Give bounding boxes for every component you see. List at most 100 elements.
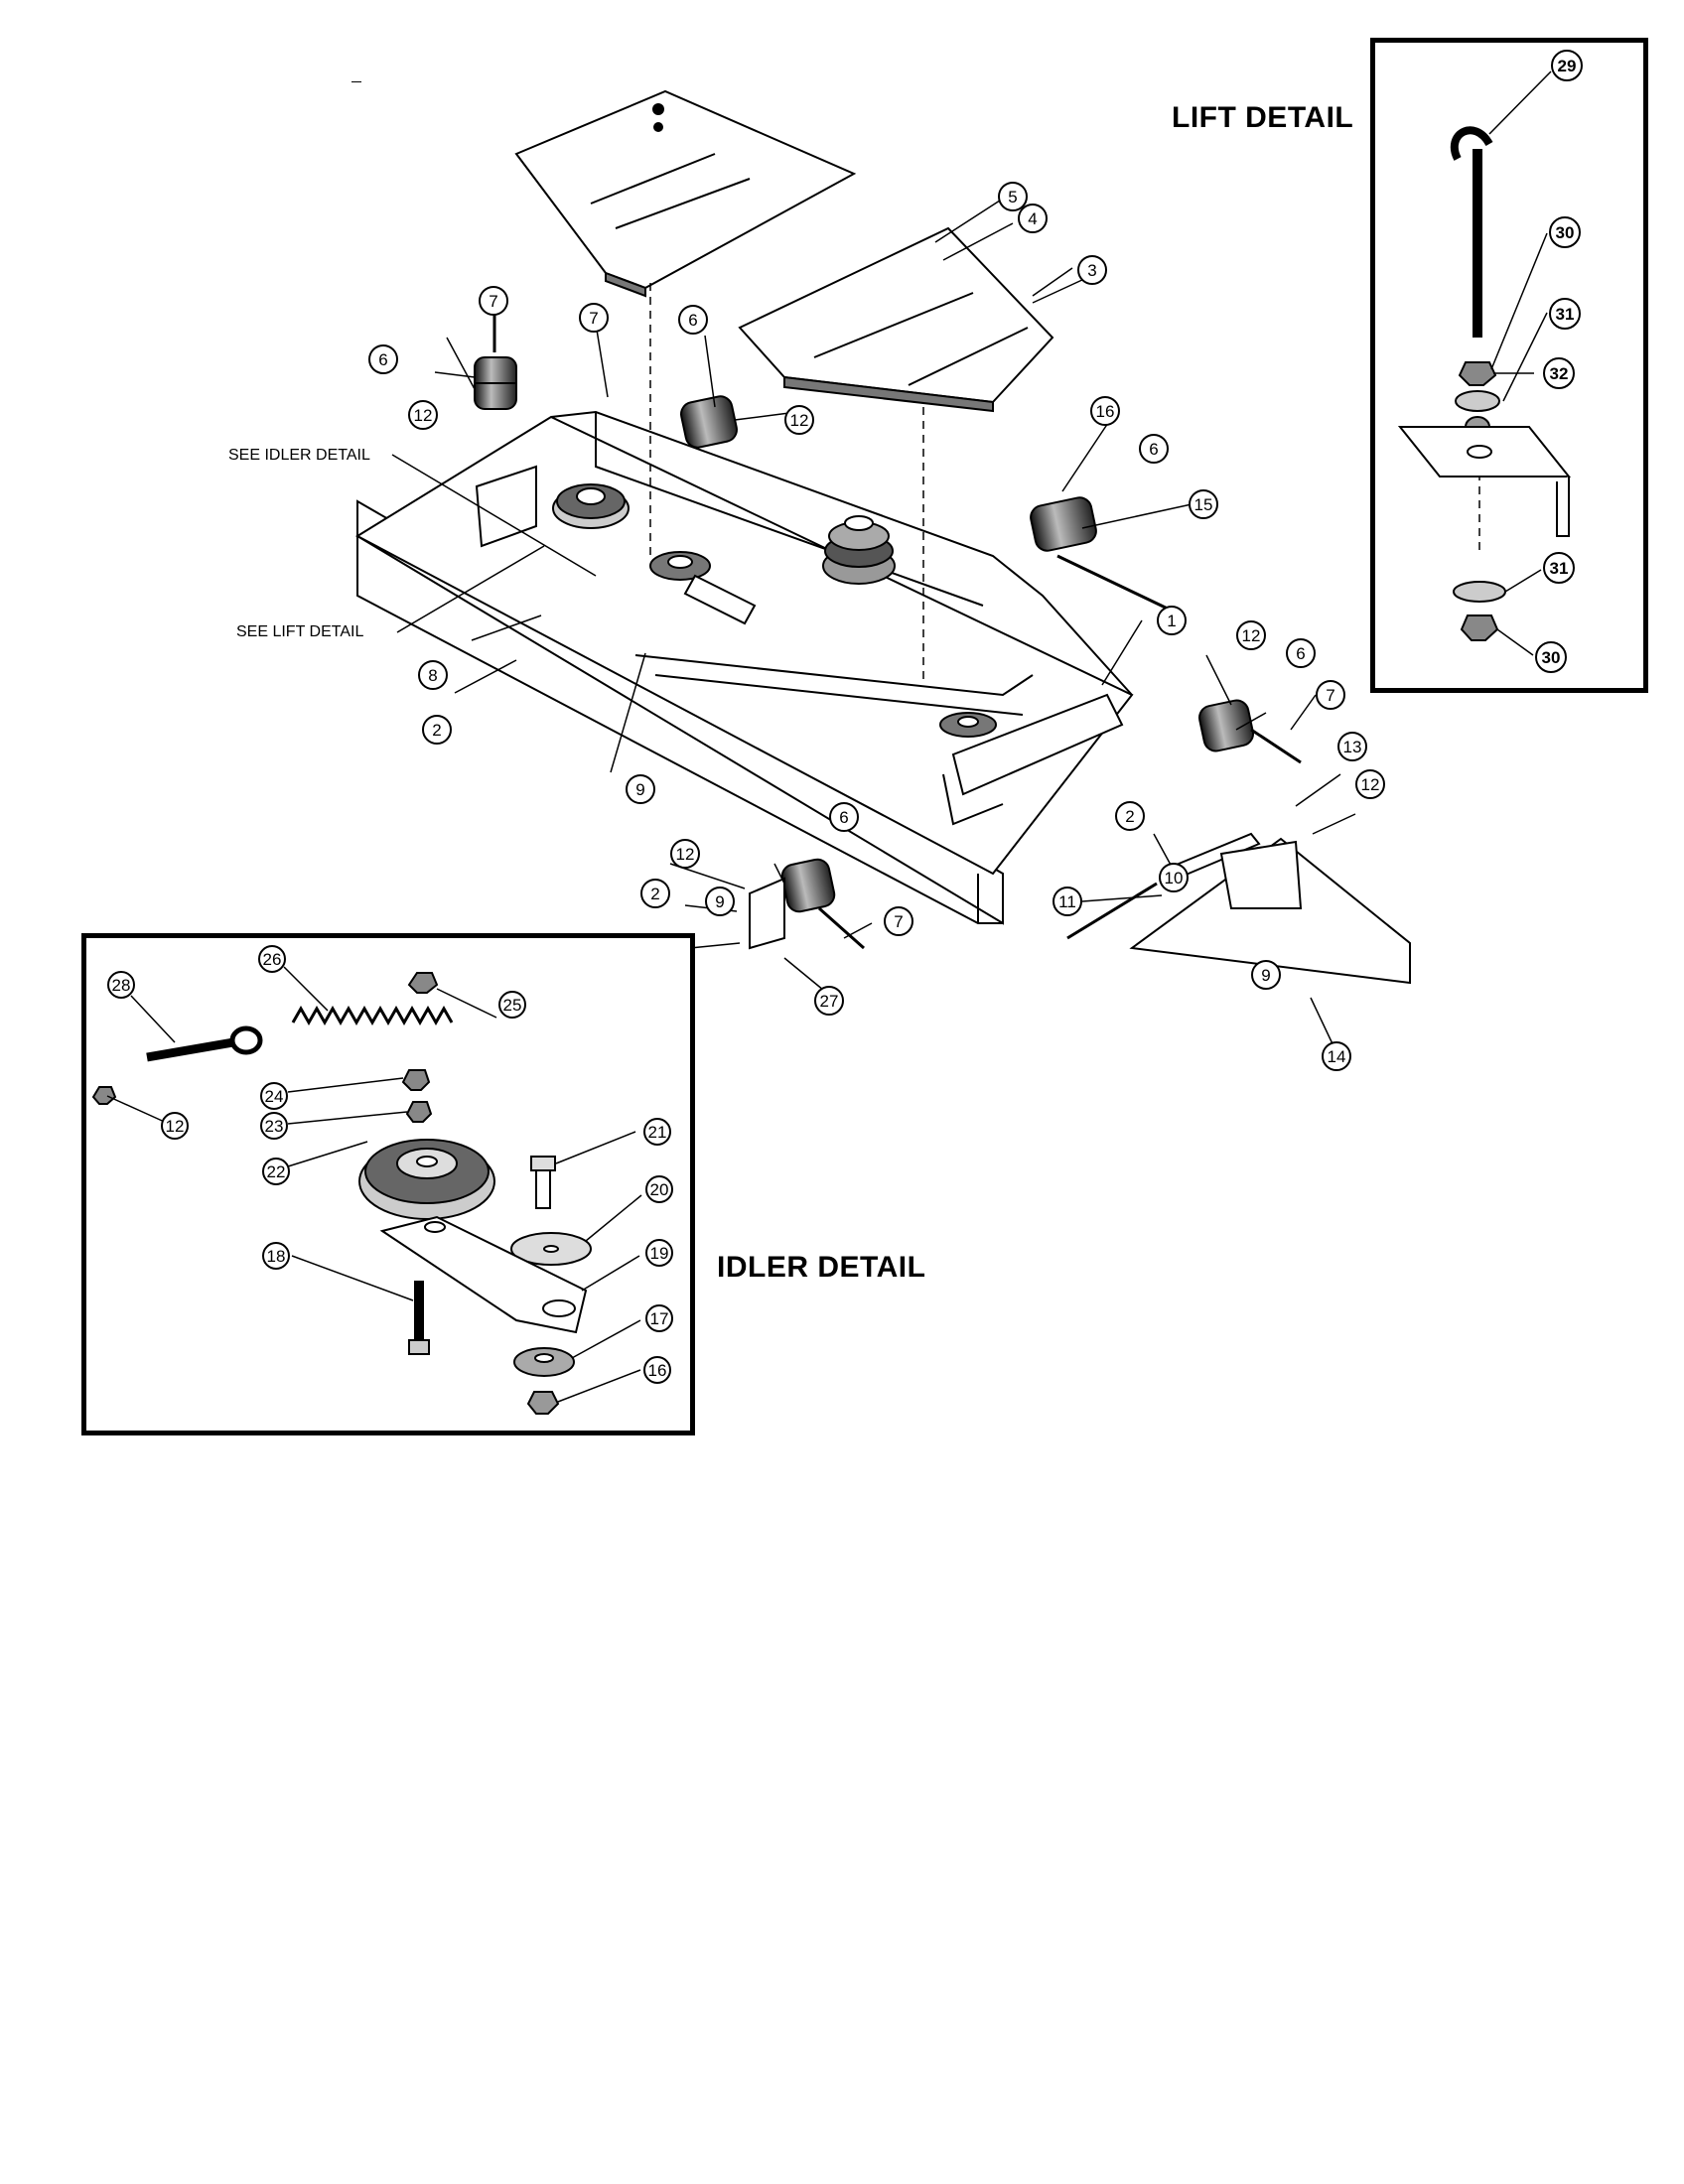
main-bubble-12 (1355, 769, 1385, 799)
idler-callout-24: 24 (265, 1087, 284, 1106)
main-callout-5: 5 (1008, 188, 1017, 206)
main-callout-1: 1 (1167, 612, 1176, 630)
idler-callout-18: 18 (267, 1247, 286, 1266)
main-bubble-16 (1090, 396, 1120, 426)
main-callout-4: 4 (1028, 209, 1037, 228)
idler-callout-19: 19 (650, 1244, 669, 1263)
main-bubble-6 (368, 344, 398, 374)
main-bubble-9 (1251, 960, 1281, 990)
main-callout-7: 7 (894, 912, 903, 931)
main-bubble-9 (626, 774, 655, 804)
idler-callout-23: 23 (265, 1117, 284, 1136)
lift-callout-29: 29 (1558, 57, 1577, 75)
main-bubble-11 (1052, 887, 1082, 916)
lift-callout-30: 30 (1542, 648, 1561, 667)
main-bubble-2 (422, 715, 452, 745)
main-bubble-9 (705, 887, 735, 916)
roller-upper-right (1030, 496, 1097, 552)
main-callout-10: 10 (1165, 869, 1184, 887)
main-bubble-7 (1316, 680, 1345, 710)
lift-bubble-30 (1535, 641, 1567, 673)
main-callout-2: 2 (650, 885, 659, 903)
idler-callout-28: 28 (112, 976, 131, 995)
idler-bubble-25 (498, 991, 526, 1019)
main-callout-13: 13 (1343, 738, 1362, 756)
main-callout-7: 7 (589, 309, 598, 328)
roller-right (1197, 699, 1255, 752)
lift-bubble-30 (1549, 216, 1581, 248)
main-bubble-10 (1159, 863, 1189, 892)
main-callout-9: 9 (635, 780, 644, 799)
lift-detail-leaders (1488, 70, 1552, 656)
fastener-top-left (652, 103, 664, 132)
trim-bracket (1165, 832, 1303, 909)
main-callout-11: 11 (1058, 892, 1076, 911)
lift-detail-panel (1370, 38, 1648, 693)
deck-pulley-left (552, 483, 630, 529)
idler-bubble-16 (643, 1356, 671, 1384)
idler-bubble-22 (262, 1158, 290, 1185)
main-bubble-13 (1337, 732, 1367, 761)
deck-idler-pulley (649, 551, 757, 625)
lift-callout-30: 30 (1556, 223, 1575, 242)
idler-callout-25: 25 (503, 996, 522, 1015)
see-idler-detail-note: SEE IDLER DETAIL (228, 447, 370, 464)
main-callout-6: 6 (378, 350, 387, 369)
main-bubble-3 (1077, 255, 1107, 285)
see-lift-detail-note: SEE LIFT DETAIL (236, 623, 364, 640)
idler-callout-21: 21 (648, 1123, 667, 1142)
idler-bubble-21 (643, 1118, 671, 1146)
bolts (492, 296, 1302, 950)
main-bubble-6 (678, 305, 708, 335)
main-callout-15: 15 (1194, 495, 1213, 514)
main-callout-6: 6 (1149, 440, 1158, 459)
idler-callout-20: 20 (650, 1180, 669, 1199)
idler-bubble-18 (262, 1242, 290, 1270)
main-callout-16: 16 (1096, 402, 1115, 421)
idler-detail-title: IDLER DETAIL (717, 1251, 926, 1284)
idler-bubble-20 (645, 1175, 673, 1203)
main-bubble-5 (998, 182, 1028, 211)
idler-callout-16: 16 (648, 1361, 667, 1380)
stray-mark (351, 81, 361, 82)
main-callout-12: 12 (1361, 775, 1380, 794)
main-callout-12: 12 (1242, 626, 1261, 645)
main-callout-12: 12 (790, 411, 809, 430)
idler-bubble-26 (258, 945, 286, 973)
main-bubble-2 (1115, 801, 1145, 831)
idler-detail-panel (81, 933, 695, 1435)
main-callout-6: 6 (839, 808, 848, 827)
main-bubble-15 (1189, 489, 1218, 519)
belt-shield-left (514, 89, 857, 298)
main-bubble-14 (1322, 1041, 1351, 1071)
lift-callout-32: 32 (1550, 364, 1569, 383)
idler-detail-parts (91, 972, 592, 1415)
main-bubble-7 (579, 303, 609, 333)
lift-bubble-31 (1549, 298, 1581, 330)
mower-deck (354, 410, 1134, 925)
main-callout-9: 9 (715, 892, 724, 911)
lift-bubble-31 (1543, 552, 1575, 584)
lift-detail-parts (1397, 126, 1572, 641)
lift-detail-title: LIFT DETAIL (1172, 101, 1354, 134)
main-bubble-6 (1286, 638, 1316, 668)
main-callout-2: 2 (432, 721, 441, 740)
idler-bubble-19 (645, 1239, 673, 1267)
roller-center-left (680, 395, 738, 449)
main-bubble-7 (884, 906, 913, 936)
belt-shield-right (738, 226, 1054, 413)
roller-front (749, 858, 836, 950)
main-callout-8: 8 (428, 666, 437, 685)
deck-pulley-center (822, 515, 896, 585)
main-callout-6: 6 (1296, 644, 1305, 663)
idler-callout-17: 17 (650, 1309, 669, 1328)
main-bubble-27 (814, 986, 844, 1016)
idler-detail-leaders (106, 966, 642, 1403)
lift-bubble-32 (1543, 357, 1575, 389)
main-callout-14: 14 (1328, 1047, 1346, 1066)
lift-callout-31: 31 (1550, 559, 1569, 578)
main-bubble-1 (1157, 606, 1187, 635)
